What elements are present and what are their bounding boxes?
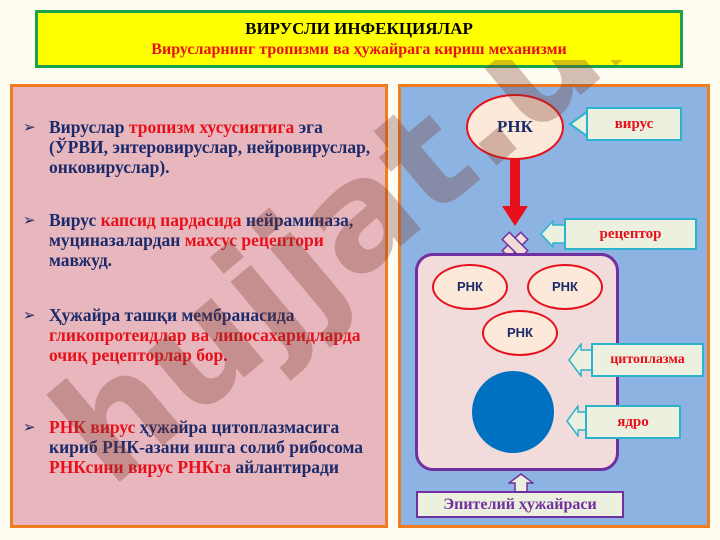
arrow-bullet-icon: ➢	[23, 418, 36, 436]
bullet-segment: Вирус	[49, 210, 101, 230]
bullet-4: ➢ РНК вирус ҳужайра цитоплазмасига кириб…	[23, 417, 373, 477]
bullet-segment: РНКсини вирус РНКга	[49, 457, 232, 477]
bullet-segment: мавжуд.	[49, 250, 113, 270]
cell-rna-label: РНК	[552, 279, 578, 294]
title-banner: ВИРУСЛИ ИНФЕКЦИЯЛАР Вирусларнинг тропизм…	[35, 10, 683, 68]
bullet-segment: Вируслар	[49, 117, 129, 137]
arrow-bullet-icon: ➢	[23, 118, 36, 136]
bullet-2: ➢ Вирус капсид пардасида нейраминаза, му…	[23, 210, 373, 270]
bullet-segment: РНК вирус	[49, 417, 136, 437]
bullet-1: ➢ Вируслар тропизм хусусиятига эга (ЎРВИ…	[23, 117, 373, 177]
virus-label: вирус	[586, 107, 682, 141]
bullet-text: Вируслар тропизм хусусиятига эга (ЎРВИ, …	[49, 117, 373, 177]
bullet-segment: ҳужайра цитоплазмасига кириб РНК-азани и…	[49, 417, 364, 457]
virus-rna-label: РНК	[497, 117, 533, 136]
nucleus-label: ядро	[585, 405, 681, 439]
text-panel: ➢ Вируслар тропизм хусусиятига эга (ЎРВИ…	[10, 84, 388, 528]
bullet-segment: айлантиради	[231, 457, 339, 477]
bullet-segment: махсус рецептори	[184, 230, 324, 250]
cell-rna-oval: РНК	[432, 264, 508, 310]
cell-rna-label: РНК	[457, 279, 483, 294]
entry-arrow-icon	[502, 158, 528, 226]
bullet-text: Вирус капсид пардасида нейраминаза, муци…	[49, 210, 373, 270]
receptor-label: рецептор	[564, 218, 697, 250]
bullet-text: РНК вирус ҳужайра цитоплазмасига кириб Р…	[49, 417, 373, 477]
bullet-3: ➢ Ҳужайра ташқи мембранасида гликопротеи…	[23, 305, 373, 365]
page-title: ВИРУСЛИ ИНФЕКЦИЯЛАР	[245, 19, 473, 38]
bullet-segment: нейраминаза, муциназалардан	[49, 210, 354, 250]
epithelial-cell-label: Эпителий ҳужайраси	[416, 491, 624, 518]
bullet-segment: гликопротеидлар ва липосахаридларда очиқ…	[49, 325, 361, 365]
nucleus-circle	[472, 371, 554, 453]
bullet-text: Ҳужайра ташқи мембранасида гликопротеидл…	[49, 305, 373, 365]
bullet-segment: эга (ЎРВИ, энтеровируслар, нейровируслар…	[49, 117, 371, 177]
cell-rna-oval: РНК	[527, 264, 603, 310]
arrow-bullet-icon: ➢	[23, 211, 36, 229]
pointer-arrow-icon	[568, 110, 588, 138]
bullet-segment: тропизм хусусиятига	[128, 117, 295, 137]
arrow-bullet-icon: ➢	[23, 306, 36, 324]
cell-rna-oval: РНК	[482, 310, 558, 356]
cytoplasm-label: цитоплазма	[591, 343, 704, 377]
pointer-up-icon	[508, 473, 534, 493]
page-subtitle: Вирусларнинг тропизми ва ҳужайрага кириш…	[151, 41, 567, 58]
virus-rna-oval: РНК	[466, 94, 564, 160]
pointer-arrow-icon	[540, 220, 566, 248]
cell-rna-label: РНК	[507, 325, 533, 340]
bullet-segment: Ҳужайра ташқи мембранасида	[49, 305, 295, 325]
bullet-segment: капсид пардасида	[100, 210, 242, 230]
